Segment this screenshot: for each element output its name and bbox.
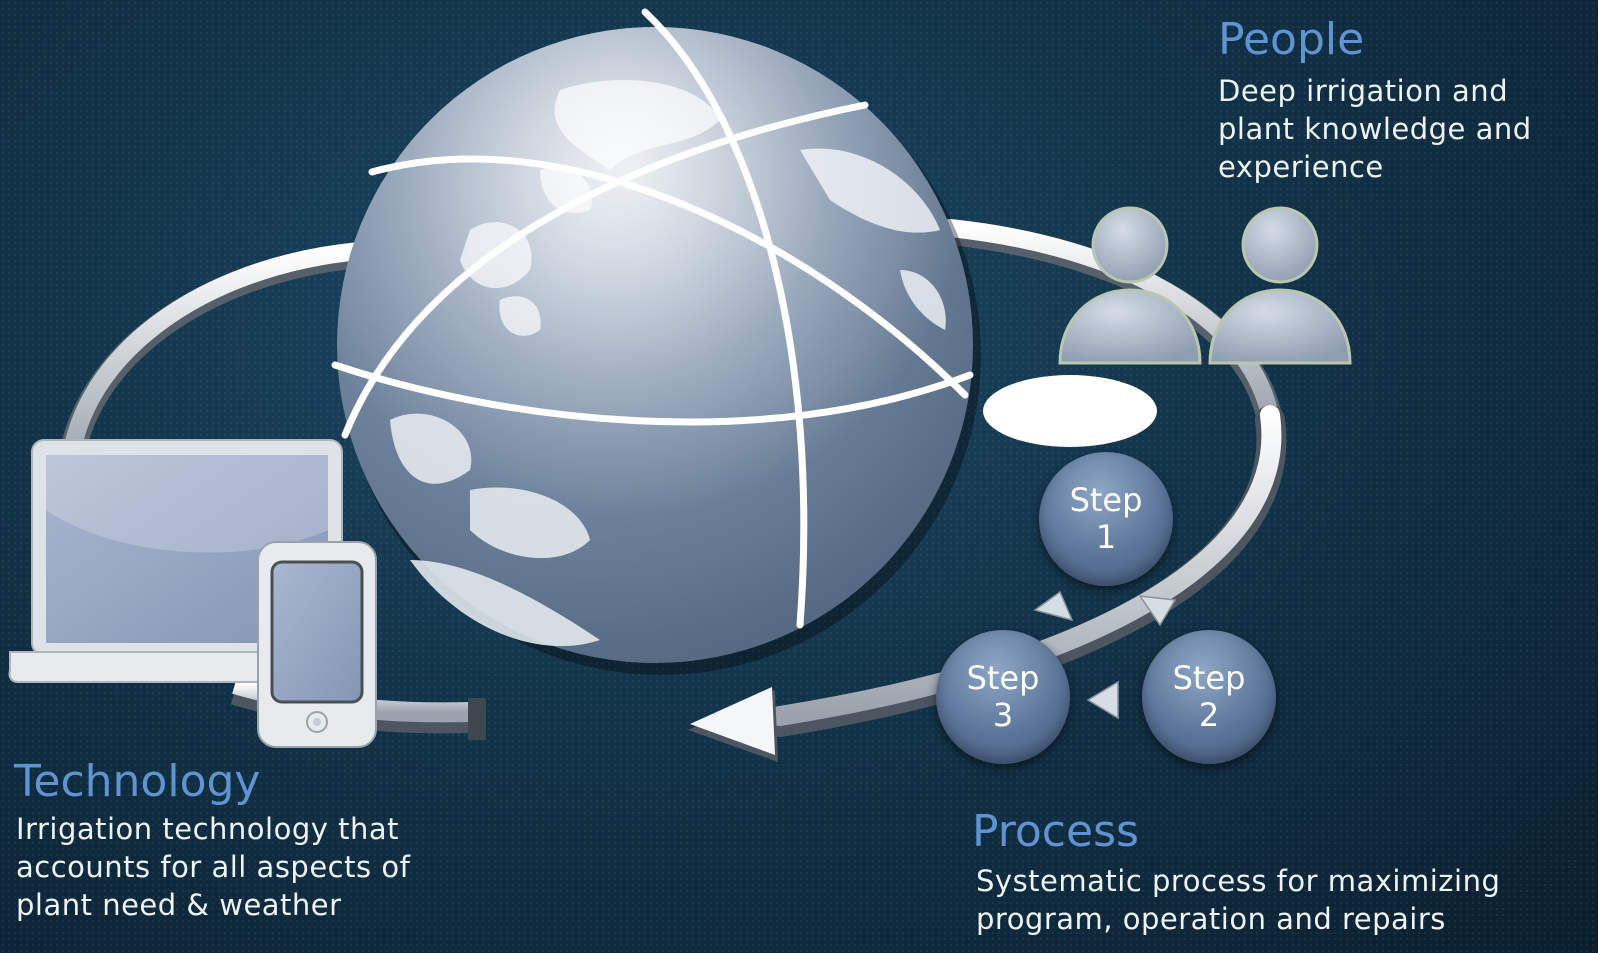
step-3-circle: Step 3 <box>936 630 1070 764</box>
orbit-ring-back <box>57 219 1283 483</box>
people-line: plant knowledge and <box>1218 112 1532 146</box>
step-3-number: 3 <box>992 696 1014 734</box>
technology-heading: Technology <box>14 756 261 807</box>
process-heading: Process <box>972 806 1139 857</box>
step-2-word: Step <box>1172 659 1246 697</box>
step-2-circle: Step 2 <box>1142 630 1276 764</box>
step-3-word: Step <box>966 659 1040 697</box>
people-line: Deep irrigation and <box>1218 74 1509 108</box>
technology-line: plant need & weather <box>16 888 342 922</box>
step-1-number: 1 <box>1095 518 1117 556</box>
process-description: Systematic process for maximizing progra… <box>976 862 1500 938</box>
label-oval <box>983 375 1157 447</box>
technology-line: accounts for all aspects of <box>16 850 411 884</box>
laptop-icon <box>8 439 370 683</box>
phone-icon <box>257 541 377 748</box>
step-1-circle: Step 1 <box>1039 452 1173 586</box>
step-2-number: 2 <box>1198 696 1220 734</box>
people-line: experience <box>1218 150 1384 184</box>
technology-description: Irrigation technology that accounts for … <box>16 810 410 924</box>
process-line: program, operation and repairs <box>976 902 1446 936</box>
process-line: Systematic process for maximizing <box>976 864 1501 898</box>
people-description: Deep irrigation and plant knowledge and … <box>1218 72 1532 186</box>
step-arrows <box>1033 590 1177 720</box>
globe-icon <box>331 8 981 675</box>
people-icon <box>1058 206 1352 365</box>
people-heading: People <box>1218 14 1365 65</box>
step-1-word: Step <box>1069 481 1143 519</box>
technology-line: Irrigation technology that <box>16 812 400 846</box>
